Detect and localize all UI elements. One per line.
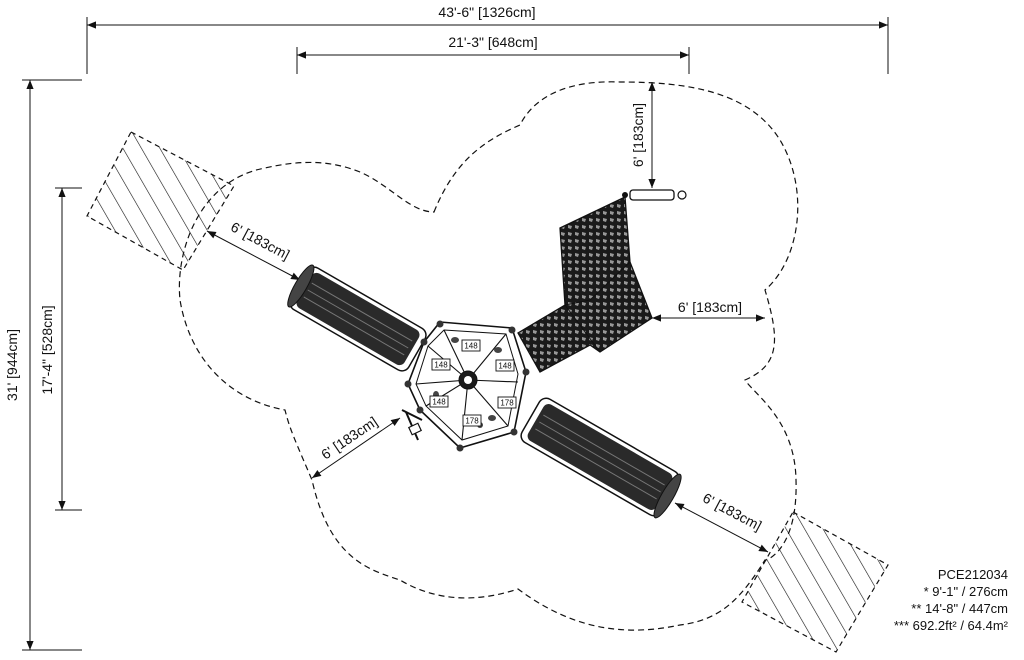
inner-width-label: 21'-3" [648cm] <box>448 34 537 50</box>
deck-label: 178 <box>497 396 517 409</box>
model-number: PCE212034 <box>937 567 1008 582</box>
deck-labels: 148 148 148 148 178 178 <box>429 339 517 427</box>
note-line-1: * 9'-1" / 276cm <box>923 584 1008 599</box>
clearance-right-label: 6' [183cm] <box>678 299 742 315</box>
safety-zone-outline <box>178 81 799 631</box>
deck-label: 178 <box>462 414 482 427</box>
note-line-3: *** 692.2ft² / 64.4m² <box>893 618 1008 633</box>
clearance-upper-left: 6' [183cm] <box>206 218 301 281</box>
central-tower <box>404 320 530 452</box>
deck-label: 148 <box>431 358 451 371</box>
hatched-zone-upper-left <box>86 131 235 271</box>
clearance-top-label: 6' [183cm] <box>630 103 646 167</box>
svg-text:148: 148 <box>464 342 478 351</box>
swing-seat <box>622 189 687 201</box>
slide-lower-right <box>520 397 682 519</box>
overall-height-label: 31' [944cm] <box>4 329 20 401</box>
note-line-2: ** 14'-8" / 447cm <box>911 601 1008 616</box>
slide-upper-left <box>287 264 427 372</box>
clearance-upper-left-label: 6' [183cm] <box>228 218 292 262</box>
svg-text:148: 148 <box>432 398 446 407</box>
svg-text:148: 148 <box>498 362 512 371</box>
steering-wheel <box>401 409 423 441</box>
svg-text:178: 178 <box>465 417 479 426</box>
hatched-zone-lower-right <box>741 511 889 653</box>
dimension-overall-width: 43'-6" [1326cm] <box>86 4 889 74</box>
clearance-top: 6' [183cm] <box>630 82 656 188</box>
clearance-lower-right-label: 6' [183cm] <box>700 489 764 533</box>
dimension-inner-width: 21'-3" [648cm] <box>296 34 690 74</box>
clearance-lower-right: 6' [183cm] <box>674 489 769 553</box>
deck-label: 148 <box>495 359 515 372</box>
clearance-lower-left: 6' [183cm] <box>311 413 401 479</box>
climbing-net <box>517 196 653 373</box>
svg-text:178: 178 <box>500 399 514 408</box>
notes-block: PCE212034 * 9'-1" / 276cm ** 14'-8" / 44… <box>894 566 1008 634</box>
overall-width-label: 43'-6" [1326cm] <box>438 4 535 20</box>
svg-text:148: 148 <box>434 361 448 370</box>
clearance-right: 6' [183cm] <box>652 299 765 322</box>
inner-height-label: 17'-4" [528cm] <box>39 305 55 394</box>
dimension-overall-height: 31' [944cm] <box>4 79 82 651</box>
deck-label: 148 <box>461 339 481 352</box>
deck-label: 148 <box>429 395 449 408</box>
dimension-inner-height: 17'-4" [528cm] <box>39 187 82 511</box>
